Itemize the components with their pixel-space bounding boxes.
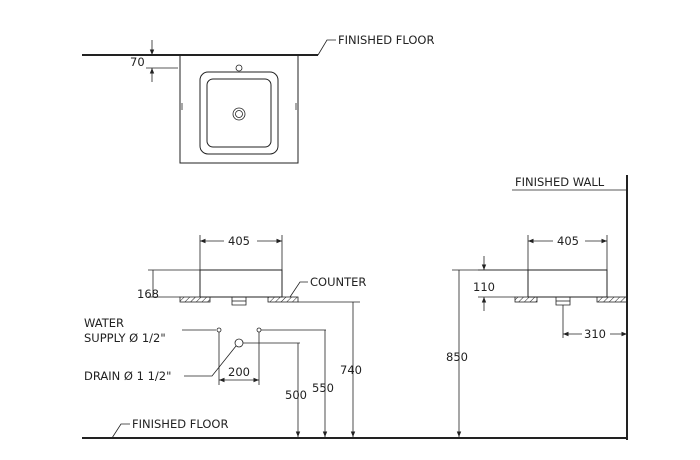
dim-850: 850: [446, 350, 468, 364]
dim-168: 168: [137, 287, 159, 301]
dim-70: 70: [130, 55, 145, 69]
bottom-floor: FINISHED FLOOR: [82, 417, 628, 439]
basin-plan-outer: [179, 54, 299, 164]
basin-plan-rim: [199, 71, 279, 155]
label-finished-wall: FINISHED WALL: [515, 175, 605, 189]
water-supply-point-right: [256, 327, 262, 333]
label-water-supply-2: SUPPLY Ø 1/2": [84, 331, 166, 345]
side-elevation: FINISHED WALL 405 110 310 850: [446, 175, 628, 440]
dim-310: 310: [584, 327, 606, 341]
dim-110: 110: [473, 280, 495, 294]
counter-right: [267, 296, 299, 303]
label-counter: COUNTER: [310, 275, 366, 289]
leader-counter: [289, 281, 308, 298]
basin-front-body: [199, 269, 283, 298]
basin-side-body: [527, 269, 608, 298]
water-supply-point-left: [216, 327, 222, 333]
counter-left: [179, 296, 211, 303]
dim-740: 740: [340, 363, 362, 377]
dim-550: 550: [312, 381, 334, 395]
leader-drain: [184, 345, 237, 377]
drain-outer: [232, 107, 246, 121]
label-finished-floor-top: FINISHED FLOOR: [338, 33, 434, 47]
plan-view: FINISHED FLOOR 70: [82, 33, 434, 164]
drain-point: [234, 338, 244, 348]
drain-inner: [235, 110, 243, 118]
front-elevation: 405 COUNTER 168 WATER SUPPLY Ø 1/2" DRAI…: [84, 234, 366, 437]
label-water-supply-1: WATER: [84, 316, 124, 330]
basin-plan-bowl: [206, 78, 272, 148]
counter-side-right: [596, 296, 628, 303]
label-finished-floor-bottom: FINISHED FLOOR: [132, 417, 228, 431]
dim-405-front: 405: [228, 234, 250, 248]
leader-finished-floor-bottom: [111, 423, 130, 439]
tap-hole: [235, 64, 243, 72]
label-drain: DRAIN Ø 1 1/2": [84, 369, 171, 383]
dim-200: 200: [228, 365, 250, 379]
counter-side-left: [514, 296, 538, 303]
leader-finished-floor-top: [317, 39, 336, 56]
dim-500: 500: [285, 388, 307, 402]
dim-405-side: 405: [557, 234, 579, 248]
